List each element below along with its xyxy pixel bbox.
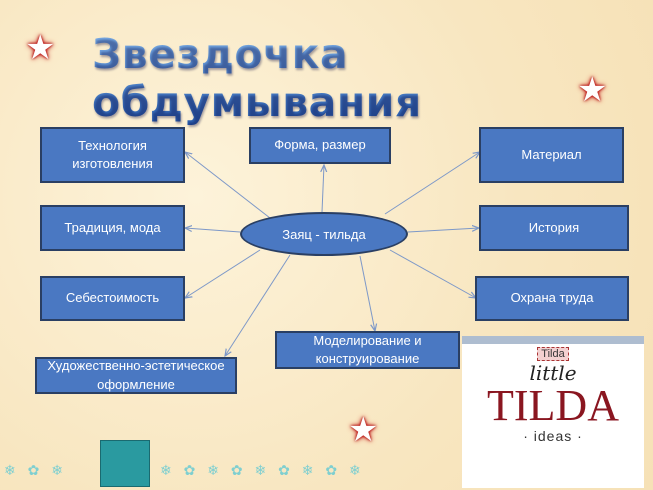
arrow: [389, 249, 476, 298]
node-material: Материал: [479, 127, 624, 183]
node-art: Художественно-эстетическое оформление: [35, 357, 237, 394]
node-technology: Технология изготовления: [40, 127, 185, 183]
node-tradition: Традиция, мода: [40, 205, 185, 251]
tilda-sub: · ideas ·: [523, 428, 583, 444]
star-icon: ★: [577, 70, 607, 110]
arrow: [407, 228, 479, 233]
star-icon: ★: [25, 29, 56, 67]
gift-box-icon: [100, 440, 150, 487]
arrow: [322, 165, 324, 213]
tilda-brand: TILDA: [487, 381, 619, 430]
star-icon: ★: [348, 411, 379, 449]
tilda-badge: Tilda: [537, 347, 569, 361]
arrow: [225, 254, 291, 356]
arrow: [359, 255, 375, 331]
slide-title: Звездочка обдумывания: [92, 30, 653, 126]
tilda-image: Tilda little TILDA · ideas ·: [462, 336, 644, 488]
tilda-script: little: [529, 361, 577, 385]
snowflake-border-decoration: ❄ ✿ ❄ ✿ ❄ ✿ ❄ ✿ ❄: [160, 462, 365, 478]
arrow: [185, 152, 271, 219]
node-safety: Охрана труда: [475, 276, 629, 321]
arrow: [185, 249, 261, 298]
center-node: Заяц - тильда: [240, 212, 408, 256]
arrow: [384, 152, 480, 215]
node-history: История: [479, 205, 629, 251]
snowflake-border-decoration: ❄ ✿ ❄: [4, 462, 67, 478]
node-modeling: Моделирование и конструирование: [275, 331, 460, 369]
node-form: Форма, размер: [249, 127, 391, 164]
arrow: [185, 228, 241, 233]
node-cost: Себестоимость: [40, 276, 185, 321]
